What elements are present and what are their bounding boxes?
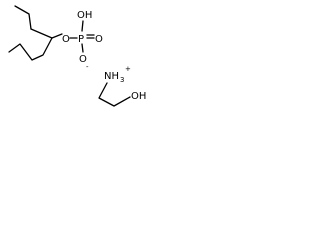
ethyl-branch-bond <box>14 5 32 30</box>
hexyl-backbone-bond <box>8 28 53 61</box>
ethanolammonium-cation: NH 3 + OH <box>98 65 146 107</box>
ester-oxygen-label: O <box>62 34 70 45</box>
phosphoryl-oxygen-label: O <box>95 34 103 45</box>
phosphorus-to-hydroxyl-bond <box>81 20 84 32</box>
ammonium-subscript: 3 <box>120 76 124 84</box>
phosphorus-label: P <box>78 34 84 45</box>
ethanol-hydroxyl-label: OH <box>131 91 146 102</box>
chemical-structure-diagram: O P OH O O - NH 3 + OH <box>8 5 146 107</box>
ammonium-label: NH <box>104 71 119 82</box>
anion-oxygen-label: O <box>79 54 87 65</box>
ethylhexyl-chain <box>8 5 63 61</box>
anion-charge-label: - <box>86 63 89 71</box>
phosphate-hydroxyl-label: OH <box>77 10 92 21</box>
ethanolamine-carbon-bonds <box>98 82 131 107</box>
phosphorus-to-anion-oxygen-bond <box>81 43 84 53</box>
ammonium-charge-label: + <box>125 65 131 73</box>
phosphate-group: O P OH O O - <box>62 10 103 71</box>
methylene-to-oxygen-bond <box>51 33 63 39</box>
